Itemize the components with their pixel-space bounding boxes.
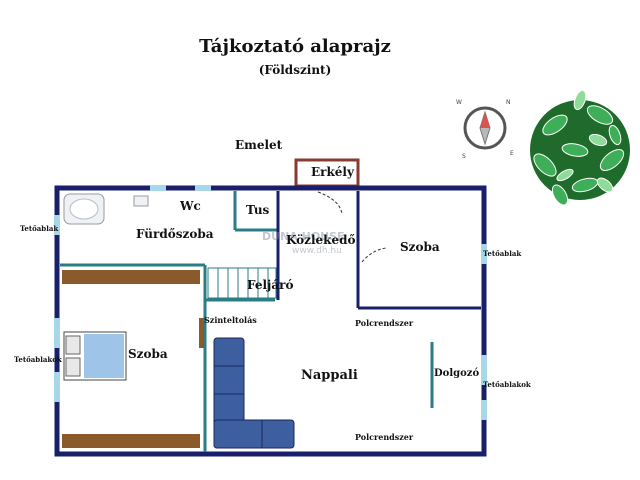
label-furdoszoba: Fürdőszoba <box>136 227 214 241</box>
label-tetoablakok-left: Tetőablakok <box>14 355 62 364</box>
label-szoba-right: Szoba <box>400 240 440 254</box>
label-polcrendszer-bottom: Polcrendszer <box>355 432 414 442</box>
label-feljaro: Feljáró <box>247 278 294 292</box>
compass-e: E <box>510 150 514 157</box>
label-szoba-left: Szoba <box>128 347 168 361</box>
label-erkely: Erkély <box>311 165 354 179</box>
outer-wall <box>54 185 487 457</box>
label-tetoablak-right: Tetőablak <box>483 249 522 258</box>
label-tus: Tus <box>246 203 270 217</box>
compass-icon <box>463 106 507 150</box>
compass-letters: W E S N <box>456 99 514 160</box>
label-nappali: Nappali <box>301 368 358 383</box>
label-tetoablakok-right: Tetőablakok <box>483 380 531 389</box>
door-arcs <box>317 191 387 263</box>
compass-s: S <box>462 153 466 160</box>
sink <box>133 195 149 207</box>
page-title: Tájkoztató alaprajz <box>199 36 391 57</box>
staircase <box>207 267 277 299</box>
plant-icon <box>530 89 630 206</box>
label-wc: Wc <box>180 199 201 213</box>
window-marks <box>54 185 487 420</box>
label-polcrendszer-top: Polcrendszer <box>355 318 414 328</box>
sofa <box>213 337 295 449</box>
interior-walls-teal <box>60 191 434 452</box>
label-emelet: Emelet <box>235 138 283 152</box>
label-kozlekedo: Közlekedő <box>286 233 356 247</box>
interior-walls-navy <box>276 191 481 310</box>
label-dolgozo: Dolgozó <box>434 368 480 379</box>
page-subtitle: (Földszint) <box>258 63 332 77</box>
label-tetoablak-left: Tetőablak <box>20 224 59 233</box>
compass-n: N <box>506 99 511 106</box>
split-level-step <box>199 318 204 348</box>
compass-w: W <box>456 99 462 106</box>
bathtub <box>63 193 105 225</box>
watermark-brand: DUNA HOUSE <box>262 230 345 243</box>
wardrobe-bottom <box>62 434 200 448</box>
bed <box>63 331 127 381</box>
label-szinteltolas: Szinteltolás <box>204 315 257 325</box>
watermark-url: www.dh.hu <box>292 246 342 256</box>
wardrobe-top <box>62 270 200 284</box>
